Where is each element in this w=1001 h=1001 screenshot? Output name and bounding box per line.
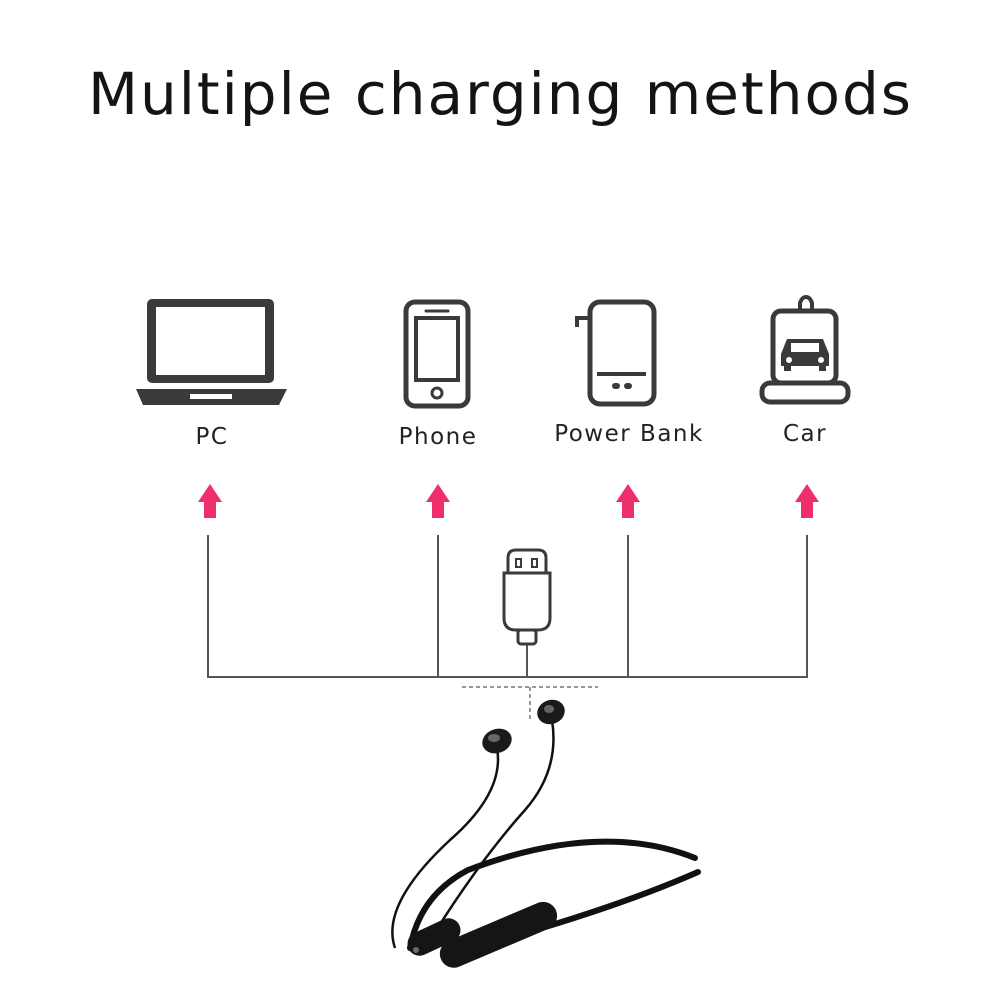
connector-lines [207,535,808,678]
source-label-pc: PC [195,424,229,450]
arrow-up-icon [426,484,450,518]
arrow-up-icon [616,484,640,518]
arrow-up-icon [795,484,819,518]
power-bank-icon [575,299,657,407]
neckband-headphones-image [391,699,701,968]
source-label-phone: Phone [398,424,478,450]
page-title: Multiple charging methods [88,60,913,128]
arrow-up-icon [198,484,222,518]
source-label-power-bank: Power Bank [554,421,704,447]
dashed-guide [462,686,598,720]
car-charger-icon [759,294,851,405]
smartphone-icon [403,299,471,409]
source-label-car: Car [782,421,828,447]
usb-plug-icon [502,548,552,646]
laptop-icon [136,299,287,405]
